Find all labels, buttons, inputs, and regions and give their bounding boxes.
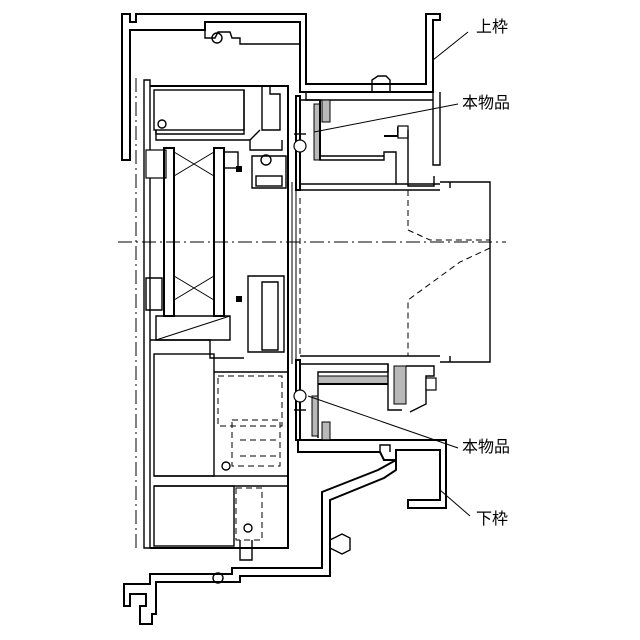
product-upper-device (294, 96, 440, 190)
label-upper-frame: 上枠 (476, 17, 508, 36)
product-lower-device (294, 356, 440, 440)
leader-lines (308, 32, 470, 516)
label-product-bottom: 本物品 (462, 437, 510, 456)
lower-frame-profile (124, 440, 446, 624)
sash-profiles (144, 80, 288, 560)
opening-outline (292, 182, 490, 364)
label-lower-frame: 下枠 (476, 509, 508, 528)
label-product-top: 本物品 (462, 93, 510, 112)
